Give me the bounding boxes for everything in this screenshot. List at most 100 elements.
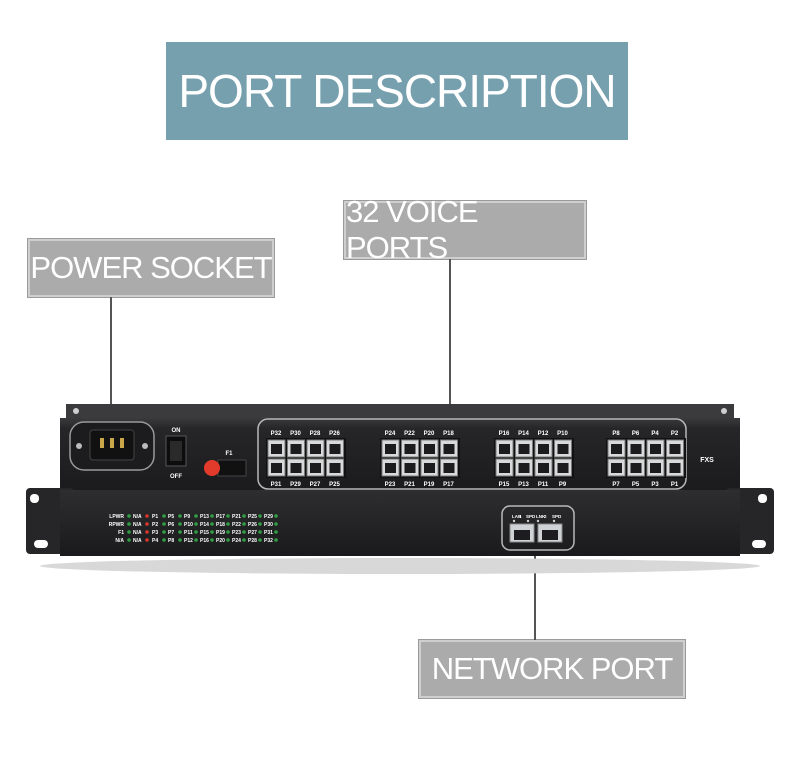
port-label: P24 — [385, 431, 396, 437]
led-na-label: N/A — [133, 522, 142, 528]
led — [162, 530, 166, 534]
port-label: P25 — [329, 482, 340, 488]
rj11-port-slot — [538, 444, 549, 454]
back-panel: ON OFF F1 P32P31P30P29P28P27P26P25P24P23… — [60, 404, 740, 490]
led — [210, 522, 214, 526]
voice-connector-line — [449, 259, 451, 419]
rj11-port-slot — [385, 444, 396, 454]
rj11-port-slot — [404, 444, 416, 454]
network-port-callout: NETWORK PORT — [419, 640, 685, 698]
port-label: P1 — [671, 482, 679, 488]
switch-off-label: OFF — [170, 474, 182, 480]
power-socket-label: POWER SOCKET — [30, 250, 272, 285]
rack-ear-hole — [30, 494, 39, 503]
port-label: P10 — [557, 431, 568, 437]
led — [127, 538, 131, 542]
rj11-port-slot — [669, 444, 681, 454]
power-pin — [120, 438, 124, 448]
port-label: P20 — [424, 431, 435, 437]
led — [145, 514, 149, 518]
switch-on-label: ON — [172, 428, 181, 434]
network-port-label: 1 — [519, 514, 522, 519]
port-label: P28 — [310, 431, 321, 437]
rj11-port-slot — [385, 463, 396, 473]
device-shadow — [40, 558, 760, 574]
screw — [76, 443, 82, 449]
rj11-port-slot — [557, 444, 569, 454]
led-na-label: N/A — [133, 514, 142, 520]
led-port-label: P23 — [232, 530, 241, 536]
rj11-port-slot — [310, 444, 321, 454]
port-label: P14 — [518, 431, 529, 437]
led-status-label: RPWR — [109, 522, 125, 528]
rj11-port-slot — [290, 444, 302, 454]
led — [226, 522, 230, 526]
led-port-label: P10 — [184, 522, 193, 528]
led-port-label: P20 — [216, 538, 225, 544]
port-label: P16 — [499, 431, 510, 437]
led — [194, 538, 198, 542]
voice-ports-label: 32 VOICE PORTS — [346, 194, 479, 265]
led-status-label: N/A — [115, 538, 124, 544]
led — [242, 530, 246, 534]
led-indicator-area: LPWRRPWRF1N/AN/AN/AN/AN/AP1P2P3P4P5P6P7P… — [109, 514, 278, 544]
led — [145, 538, 149, 542]
rj11-port-slot — [630, 463, 642, 473]
rj11-port-slot — [669, 463, 681, 473]
led-na-label: N/A — [133, 538, 142, 544]
rj11-port-slot — [499, 444, 510, 454]
network-port-label: 2 — [544, 514, 547, 519]
front-panel: LPWRRPWRF1N/AN/AN/AN/AN/AP1P2P3P4P5P6P7P… — [26, 488, 774, 556]
led — [210, 530, 214, 534]
port-label: P22 — [404, 431, 415, 437]
rj11-port-slot — [650, 444, 661, 454]
rj11-port-slot — [329, 463, 341, 473]
led-port-label: P27 — [248, 530, 257, 536]
port-label: P15 — [499, 482, 510, 488]
led-port-label: P7 — [168, 530, 174, 536]
power-socket-callout: POWER SOCKET — [28, 239, 274, 297]
led — [242, 538, 246, 542]
power-connector-line — [110, 297, 112, 425]
fuse-label: F1 — [225, 451, 233, 457]
voice-port-groups: P32P31P30P29P28P27P26P25P24P23P22P21P20P… — [266, 431, 686, 488]
led-status-label: F1 — [118, 530, 124, 536]
led-port-label: P11 — [184, 530, 193, 536]
led-port-label: P30 — [264, 522, 273, 528]
rj11-port-slot — [611, 463, 622, 473]
rj11-port-slot — [518, 444, 530, 454]
rj11-port-slot — [611, 444, 622, 454]
led-port-label: P19 — [216, 530, 225, 536]
led-port-label: P3 — [152, 530, 158, 536]
voice-ports-callout: 32 VOICE PORTS — [344, 194, 586, 265]
led-port-label: P8 — [168, 538, 174, 544]
rj11-port-slot — [290, 463, 302, 473]
network-port-label: SPD — [526, 514, 536, 519]
led — [274, 522, 278, 526]
port-label: P17 — [443, 482, 454, 488]
port-label: P30 — [290, 431, 301, 437]
led — [127, 514, 131, 518]
network-port-label: NETWORK PORT — [431, 651, 674, 686]
led-port-label: P16 — [200, 538, 209, 544]
led-port-label: P24 — [232, 538, 241, 544]
rj11-port-slot — [424, 463, 435, 473]
back-panel-top — [66, 404, 734, 418]
led-port-label: P5 — [168, 514, 174, 520]
rj11-port-slot — [271, 463, 282, 473]
led-port-label: P26 — [248, 522, 257, 528]
network-port-label: SPD — [552, 514, 562, 519]
rj11-port-slot — [271, 444, 282, 454]
led-port-label: P2 — [152, 522, 158, 528]
led — [274, 538, 278, 542]
rj11-port-slot — [443, 463, 455, 473]
port-label: P18 — [443, 431, 454, 437]
port-label: P5 — [632, 482, 640, 488]
led — [162, 538, 166, 542]
led-port-label: P15 — [200, 530, 209, 536]
led-port-label: P22 — [232, 522, 241, 528]
